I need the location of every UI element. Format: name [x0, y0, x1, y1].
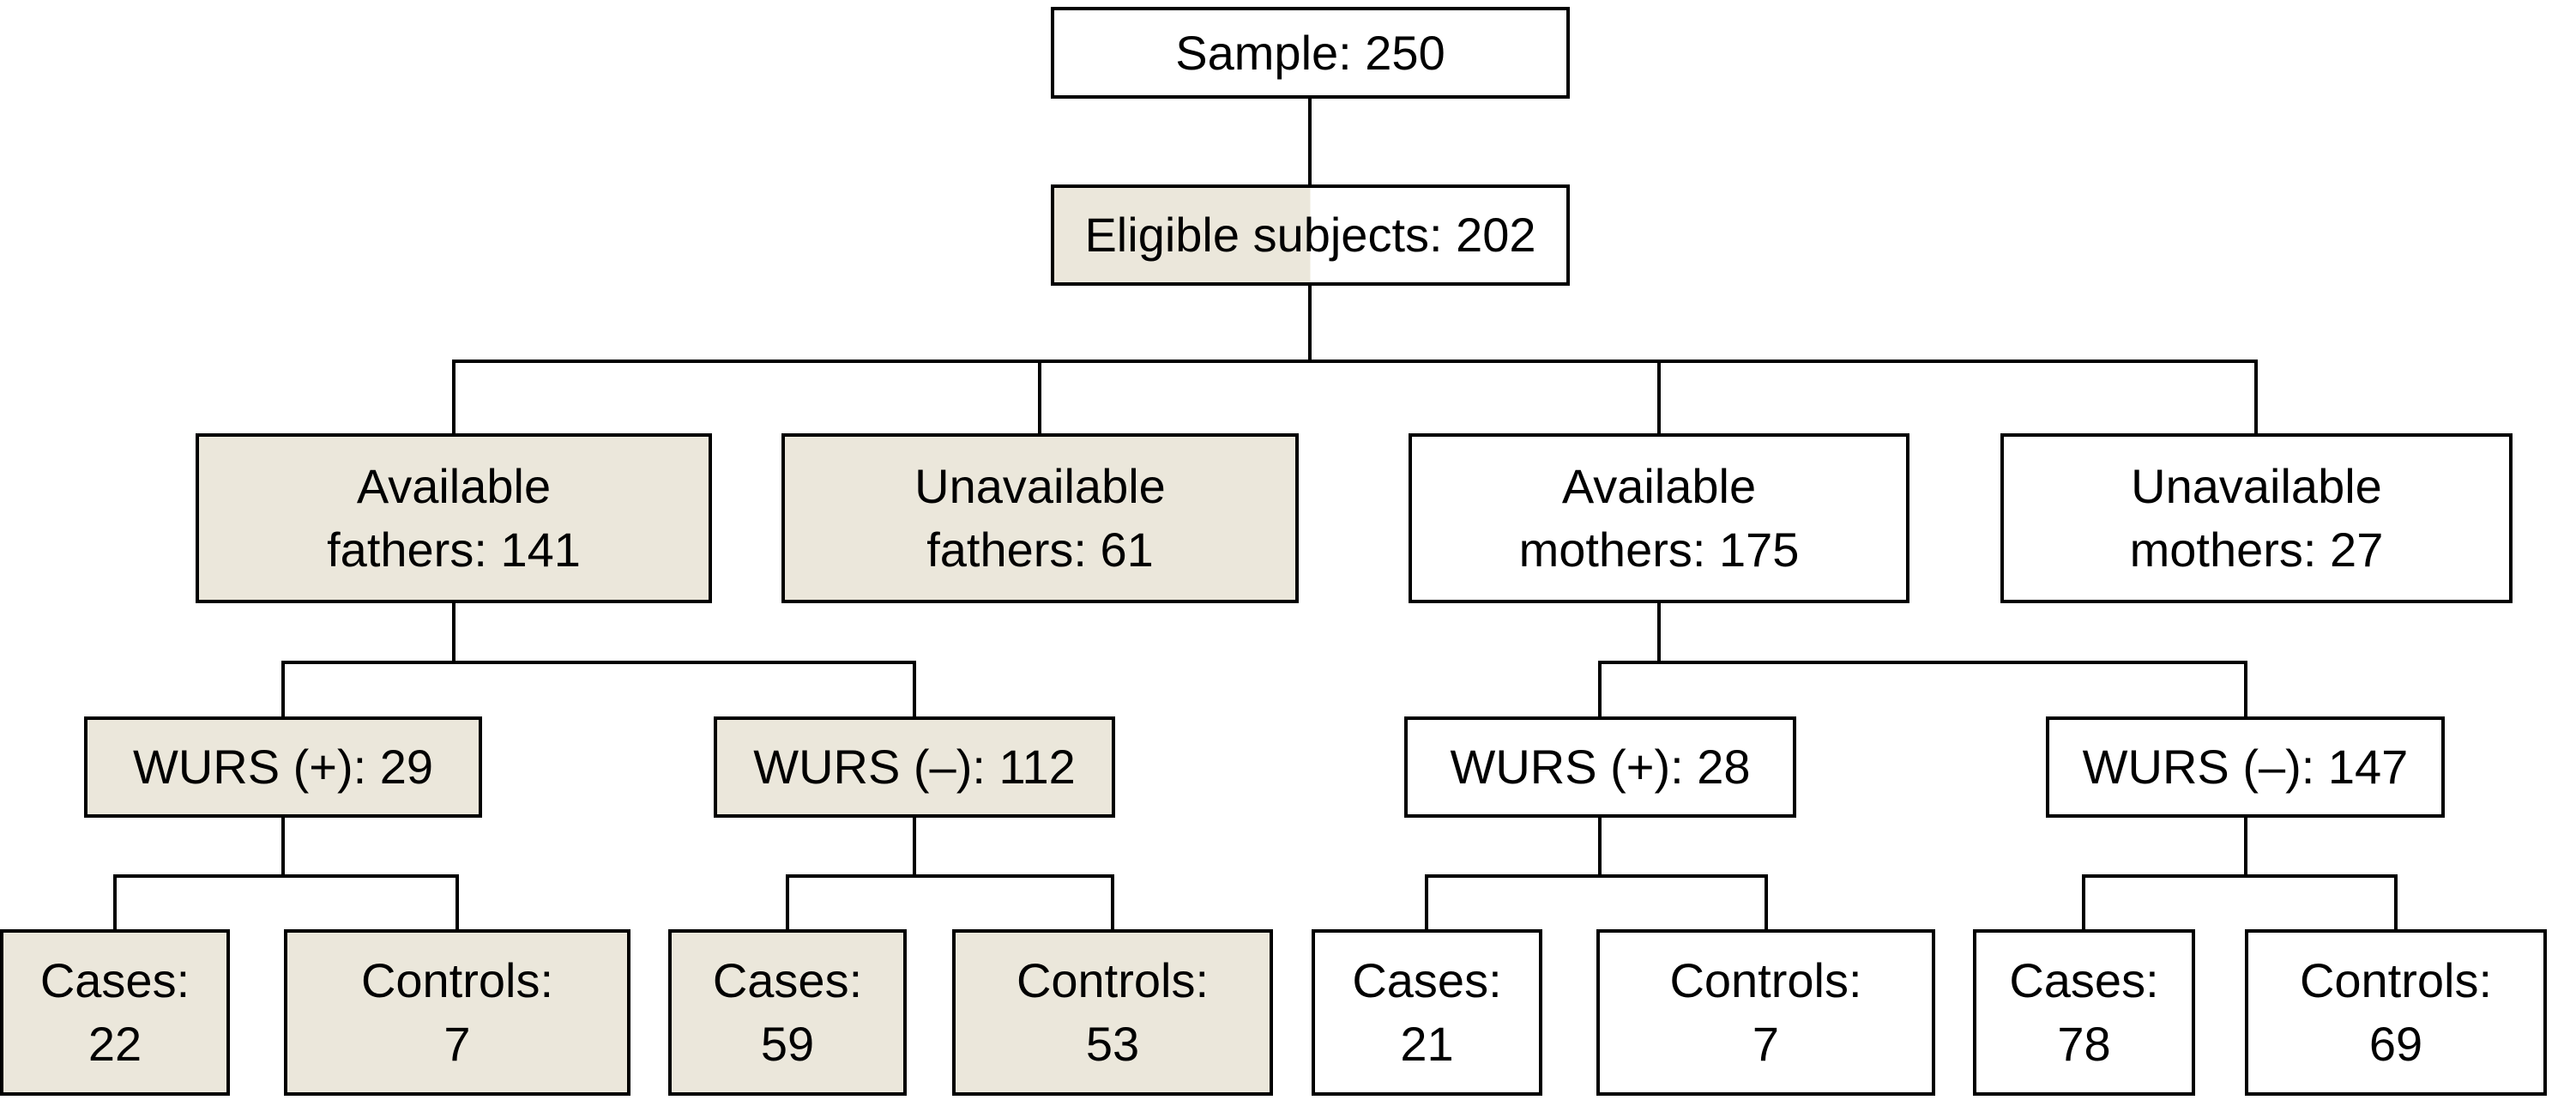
connector-wurs-pos-mothers-down: [1598, 815, 1602, 878]
connector-drop-wurs-neg-fathers: [913, 661, 916, 720]
node-available-mothers-line2: mothers: 175: [1518, 523, 1800, 577]
connector-level3-rail: [453, 360, 2258, 363]
connector-available-fathers-down: [452, 601, 455, 664]
connector-fathers-wurs-rail: [281, 661, 916, 664]
node-controls-value: 7: [1752, 1017, 1780, 1071]
connector-drop-available-fathers: [452, 360, 455, 437]
node-eligible-subjects-label: Eligible subjects: 202: [1084, 208, 1536, 263]
connector-sample-to-eligible: [1308, 96, 1312, 187]
node-mothers-wurs-neg-cases: Cases: 78: [1973, 929, 2195, 1096]
connector-fathers-pos-outcome-rail: [113, 874, 459, 878]
connector-eligible-down: [1308, 283, 1312, 362]
node-eligible-subjects: Eligible subjects: 202: [1051, 184, 1570, 286]
node-sample: Sample: 250: [1051, 7, 1570, 99]
node-available-fathers-line1: Available: [356, 459, 552, 514]
node-wurs-negative-fathers: WURS (–): 112: [714, 716, 1115, 818]
node-wurs-positive-fathers-label: WURS (+): 29: [132, 740, 434, 795]
node-fathers-wurs-pos-cases: Cases: 22: [0, 929, 230, 1096]
node-unavailable-fathers-line2: fathers: 61: [926, 523, 1154, 577]
connector-mothers-pos-outcome-rail: [1425, 874, 1768, 878]
connector-wurs-neg-mothers-down: [2244, 815, 2247, 878]
node-cases-value: 22: [87, 1017, 142, 1071]
connector-drop-unavailable-fathers: [1038, 360, 1041, 437]
node-available-mothers: Available mothers: 175: [1409, 433, 1909, 603]
node-cases-label: Cases:: [39, 953, 190, 1008]
connector-wurs-neg-fathers-down: [913, 815, 916, 878]
node-unavailable-mothers: Unavailable mothers: 27: [2000, 433, 2513, 603]
node-wurs-negative-fathers-label: WURS (–): 112: [753, 740, 1076, 795]
node-sample-label: Sample: 250: [1175, 25, 1445, 80]
connector-drop-controls-7m: [1765, 874, 1768, 933]
connector-drop-cases-22: [113, 874, 117, 933]
node-controls-label: Controls:: [1016, 953, 1210, 1008]
node-controls-value: 7: [443, 1017, 471, 1071]
node-wurs-positive-fathers: WURS (+): 29: [84, 716, 482, 818]
node-wurs-negative-mothers-label: WURS (–): 147: [2082, 740, 2409, 795]
connector-mothers-neg-outcome-rail: [2082, 874, 2398, 878]
connector-drop-wurs-pos-fathers: [281, 661, 285, 720]
node-cases-label: Cases:: [1352, 953, 1502, 1008]
node-available-fathers-line2: fathers: 141: [327, 523, 581, 577]
connector-available-mothers-down: [1657, 601, 1661, 664]
node-fathers-wurs-pos-controls: Controls: 7: [284, 929, 630, 1096]
node-unavailable-mothers-line2: mothers: 27: [2129, 523, 2384, 577]
node-available-fathers: Available fathers: 141: [196, 433, 712, 603]
node-controls-value: 53: [1085, 1017, 1140, 1071]
connector-drop-unavailable-mothers: [2254, 360, 2258, 437]
node-cases-value: 21: [1400, 1017, 1454, 1071]
node-cases-value: 59: [760, 1017, 815, 1071]
node-controls-value: 69: [2368, 1017, 2423, 1071]
connector-drop-cases-78: [2082, 874, 2085, 933]
node-controls-label: Controls:: [2299, 953, 2493, 1008]
node-mothers-wurs-pos-controls: Controls: 7: [1596, 929, 1935, 1096]
connector-drop-cases-59: [786, 874, 789, 933]
connector-drop-cases-21: [1425, 874, 1428, 933]
node-unavailable-mothers-line1: Unavailable: [2131, 459, 2382, 514]
connector-drop-wurs-neg-mothers: [2244, 661, 2247, 720]
node-fathers-wurs-neg-cases: Cases: 59: [668, 929, 907, 1096]
connector-drop-wurs-pos-mothers: [1598, 661, 1602, 720]
connector-drop-controls-7f: [455, 874, 459, 933]
node-mothers-wurs-neg-controls: Controls: 69: [2245, 929, 2547, 1096]
connector-drop-available-mothers: [1657, 360, 1661, 437]
node-unavailable-fathers-line1: Unavailable: [914, 459, 1166, 514]
node-mothers-wurs-pos-cases: Cases: 21: [1312, 929, 1542, 1096]
node-unavailable-fathers: Unavailable fathers: 61: [781, 433, 1299, 603]
connector-drop-controls-69: [2394, 874, 2398, 933]
node-available-mothers-line1: Available: [1561, 459, 1757, 514]
node-controls-label: Controls:: [360, 953, 554, 1008]
node-fathers-wurs-neg-controls: Controls: 53: [952, 929, 1273, 1096]
node-cases-label: Cases:: [2009, 953, 2159, 1008]
connector-mothers-wurs-rail: [1598, 661, 2247, 664]
connector-fathers-neg-outcome-rail: [786, 874, 1114, 878]
node-cases-value: 78: [2057, 1017, 2111, 1071]
node-wurs-positive-mothers-label: WURS (+): 28: [1450, 740, 1751, 795]
connector-wurs-pos-fathers-down: [281, 815, 285, 878]
node-wurs-negative-mothers: WURS (–): 147: [2046, 716, 2445, 818]
connector-drop-controls-53: [1111, 874, 1114, 933]
node-cases-label: Cases:: [712, 953, 863, 1008]
node-controls-label: Controls:: [1669, 953, 1862, 1008]
node-wurs-positive-mothers: WURS (+): 28: [1404, 716, 1796, 818]
